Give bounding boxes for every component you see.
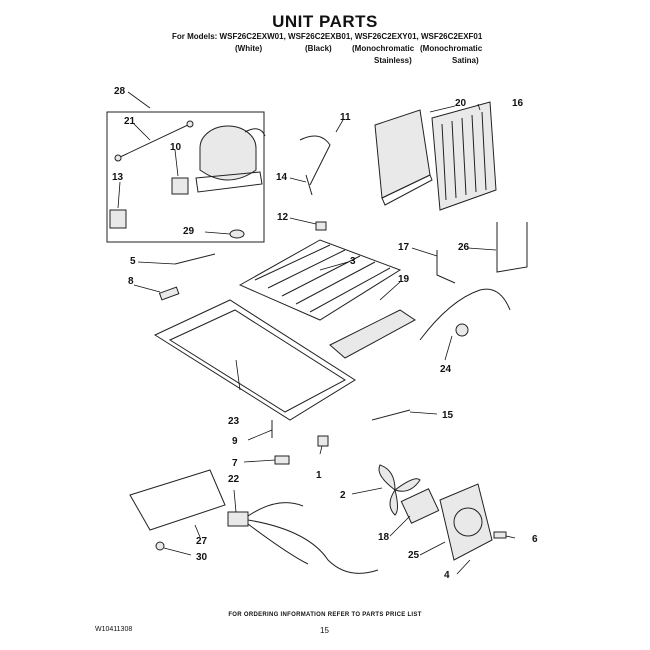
capacitor [109, 209, 127, 229]
leader-lines [117, 91, 516, 575]
callout-2: 2 [340, 490, 346, 501]
callout-3: 3 [350, 256, 356, 267]
spacer [158, 286, 180, 301]
callout-4: 4 [444, 570, 450, 581]
callout-7: 7 [232, 458, 238, 469]
callout-29: 29 [183, 226, 195, 237]
drier [305, 174, 313, 196]
callout-13: 13 [112, 172, 124, 183]
callout-18: 18 [378, 532, 390, 543]
variant-stainless: Stainless) [374, 56, 412, 65]
models-line: For Models: WSF26C2EXW01, WSF26C2EXB01, … [172, 32, 483, 41]
callout-10: 10 [170, 142, 182, 153]
screw [174, 253, 216, 265]
callout-8: 8 [128, 276, 134, 287]
callout-24: 24 [440, 364, 452, 375]
heater-tube [436, 250, 456, 284]
callout-12: 12 [277, 212, 289, 223]
ordering-note: FOR ORDERING INFORMATION REFER TO PARTS … [228, 612, 422, 618]
harness-connector [455, 323, 469, 337]
callout-19: 19 [398, 274, 410, 285]
callout-16: 16 [512, 98, 524, 109]
grommet [229, 229, 245, 239]
variant-satina: Satina) [452, 56, 479, 65]
variant-white: (White) [235, 44, 263, 53]
page-title: UNIT PARTS [272, 12, 378, 31]
document-id: W10411308 [95, 626, 133, 633]
defrost-heater [496, 222, 528, 273]
callout-26: 26 [458, 242, 470, 253]
compressor [195, 125, 266, 193]
fan-bracket [439, 483, 493, 561]
page-number: 15 [320, 626, 329, 635]
callout-23: 23 [228, 416, 240, 427]
variant-black: (Black) [305, 44, 332, 53]
callout-28: 28 [114, 86, 126, 97]
variant-monochromatic-1: (Monochromatic [352, 44, 415, 53]
insulation-pad [129, 469, 226, 531]
callout-25: 25 [408, 550, 420, 561]
drain-tube [371, 409, 411, 421]
condenser-frame [374, 109, 433, 206]
callout-11: 11 [340, 112, 351, 123]
bushing [274, 455, 290, 465]
evaporator-coil [238, 239, 402, 321]
clip [315, 221, 327, 231]
callout-21: 21 [124, 116, 136, 127]
callout-1: 1 [316, 470, 322, 481]
fan-motor [400, 488, 440, 524]
callout-5: 5 [130, 256, 136, 267]
callout-22: 22 [228, 474, 240, 485]
fan-shroud-ring [453, 507, 483, 537]
callout-17: 17 [398, 242, 410, 253]
fan-blade [378, 464, 421, 516]
callout-9: 9 [232, 436, 238, 447]
relay [171, 177, 189, 195]
callout-30: 30 [196, 552, 208, 563]
variant-monochromatic-2: (Monochromatic [420, 44, 483, 53]
drain-pan [329, 309, 416, 359]
base-pan [153, 299, 356, 421]
power-harness [227, 502, 379, 574]
callout-20: 20 [455, 98, 467, 109]
wire-clip [155, 541, 165, 551]
wire-harness [419, 288, 511, 341]
callout-6: 6 [532, 534, 538, 545]
callout-15: 15 [442, 410, 454, 421]
bracket-screw [493, 531, 507, 539]
fan-grommet [317, 435, 329, 447]
condenser-coil [431, 101, 497, 211]
overload-tube [114, 120, 194, 162]
tube [299, 135, 331, 186]
compressor-group-box [106, 111, 265, 243]
callout-14: 14 [276, 172, 288, 183]
callout-27: 27 [196, 536, 208, 547]
